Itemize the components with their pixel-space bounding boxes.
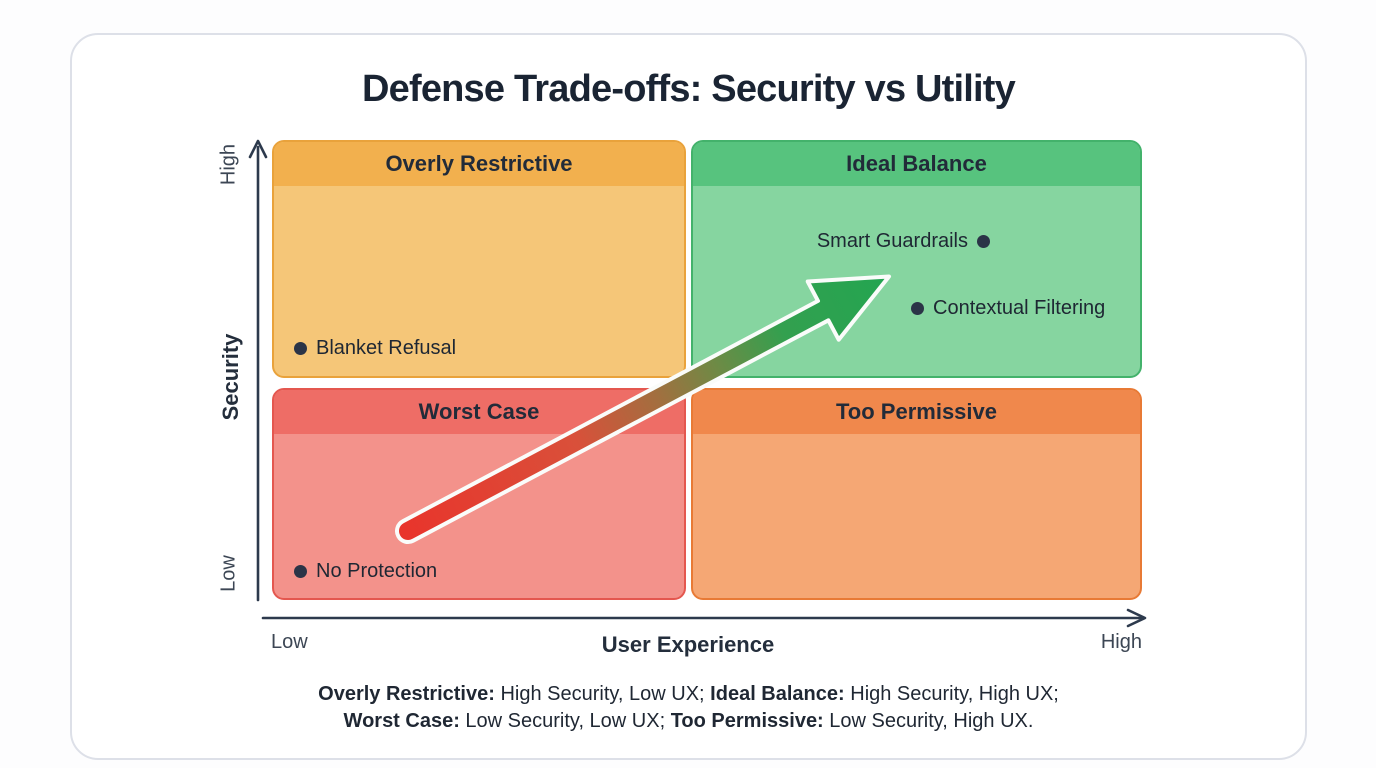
data-point-blanket-refusal: Blanket Refusal: [294, 337, 456, 360]
point-label: Blanket Refusal: [316, 337, 457, 359]
quadrant-title: Too Permissive: [693, 390, 1140, 434]
caption-term: Too Permissive:: [670, 710, 824, 732]
caption-line-1: Overly Restrictive: High Security, Low U…: [70, 681, 1307, 708]
caption-term: Ideal Balance:: [710, 683, 845, 705]
caption-term: Overly Restrictive:: [318, 683, 495, 705]
legend-caption: Overly Restrictive: High Security, Low U…: [70, 681, 1307, 735]
quadrant-title: Worst Case: [274, 390, 684, 434]
caption-text: High Security, Low UX;: [494, 683, 711, 705]
caption-text: Low Security, Low UX;: [459, 710, 671, 732]
quadrant-worst-case: Worst Case No Protection: [272, 388, 686, 600]
quadrant-ideal-balance: Ideal Balance Smart Guardrails Contextua…: [691, 140, 1142, 378]
page-title: Defense Trade-offs: Security vs Utility: [361, 68, 1016, 110]
point-dot-icon: [911, 302, 924, 315]
caption-text: Low Security, High UX.: [823, 710, 1034, 732]
y-axis-label: Security: [218, 333, 243, 421]
point-dot-icon: [977, 235, 990, 248]
quadrant-title: Overly Restrictive: [274, 142, 684, 186]
caption-line-2: Worst Case: Low Security, Low UX; Too Pe…: [70, 708, 1307, 735]
y-axis-tick-low: Low: [217, 555, 240, 592]
point-dot-icon: [294, 565, 307, 578]
caption-text: High Security, High UX;: [844, 683, 1059, 705]
data-point-smart-guardrails: Smart Guardrails: [817, 230, 990, 253]
data-point-contextual-filtering: Contextual Filtering: [911, 297, 1105, 320]
point-label: Contextual Filtering: [933, 297, 1106, 319]
y-axis-tick-high: High: [217, 143, 240, 186]
x-axis-tick-high: High: [1100, 631, 1142, 653]
x-axis-label: User Experience: [601, 632, 775, 657]
quadrant-title: Ideal Balance: [693, 142, 1140, 186]
point-label: Smart Guardrails: [816, 230, 968, 252]
point-label: No Protection: [316, 560, 438, 582]
data-point-no-protection: No Protection: [294, 560, 437, 583]
caption-term: Worst Case:: [343, 710, 460, 732]
point-dot-icon: [294, 342, 307, 355]
quadrant-too-permissive: Too Permissive: [691, 388, 1142, 600]
quadrant-overly-restrictive: Overly Restrictive Blanket Refusal: [272, 140, 686, 378]
x-axis-tick-low: Low: [271, 631, 308, 653]
